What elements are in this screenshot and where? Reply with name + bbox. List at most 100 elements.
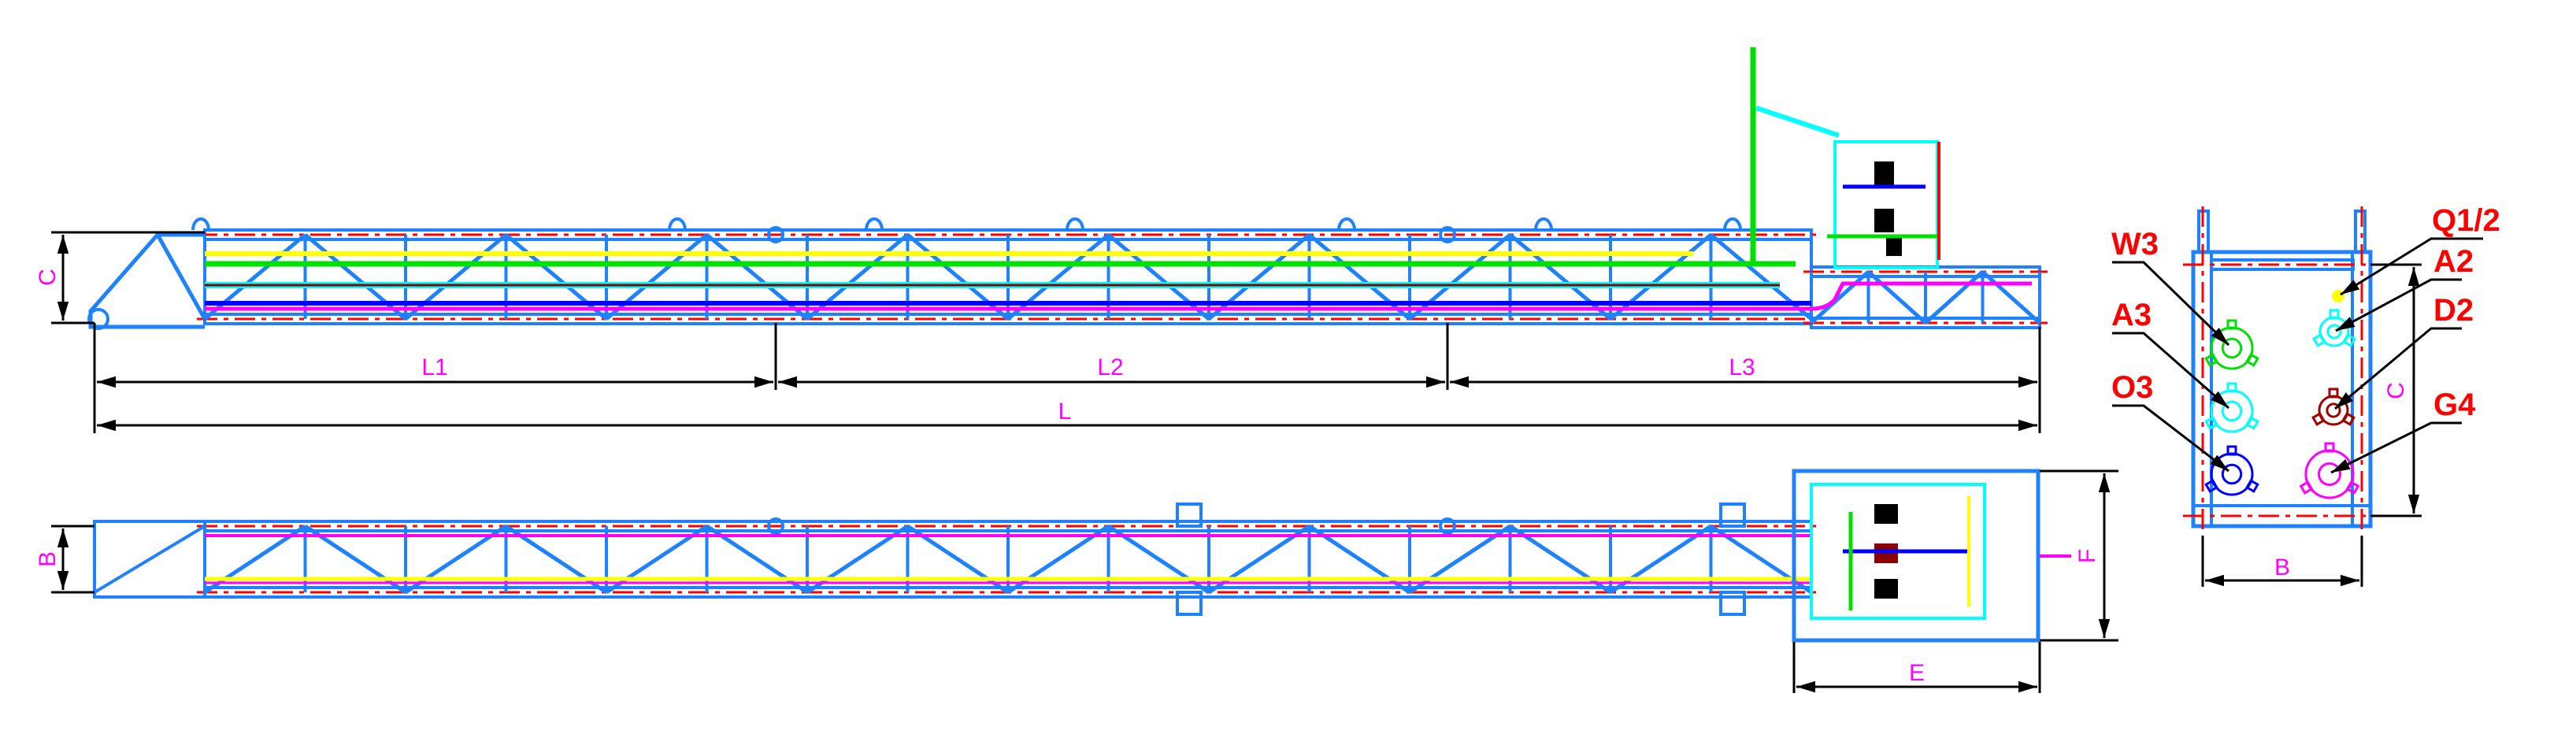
union-lug xyxy=(2299,480,2314,495)
dimension-e: E xyxy=(1792,642,2041,693)
svg-text:D2: D2 xyxy=(2433,293,2474,328)
union-lug xyxy=(2245,416,2259,430)
dim-label-l1: L1 xyxy=(421,354,447,380)
dim-label-f: F xyxy=(2074,549,2100,563)
union-lug xyxy=(2345,480,2360,495)
diagonal-member xyxy=(404,233,508,321)
skid-frame xyxy=(1792,469,2040,643)
diagonal-member xyxy=(806,233,910,321)
callout-a3: A3 xyxy=(2111,298,2229,410)
end-frame xyxy=(2191,250,2373,528)
dim-label-b-end: B xyxy=(2274,554,2290,580)
callout-a2: A2 xyxy=(2335,244,2474,332)
diagonal-member xyxy=(705,233,809,321)
svg-text:A3: A3 xyxy=(2111,298,2152,332)
lifting-lug-icon xyxy=(1534,217,1553,231)
support-arm xyxy=(1755,106,1840,138)
diagonal-member xyxy=(605,233,709,321)
plan-view xyxy=(93,469,2071,643)
lifting-lug-icon xyxy=(1066,217,1084,231)
svg-text:Q1/2: Q1/2 xyxy=(2432,203,2500,238)
outrigger-pad xyxy=(1176,591,1203,616)
union-bore xyxy=(2318,462,2341,486)
dimension-c-end: C xyxy=(2370,263,2422,517)
union-bore xyxy=(2326,402,2341,418)
diagonal-member xyxy=(1106,233,1210,321)
diagonal-member xyxy=(1810,270,1870,324)
diagonal-member xyxy=(1006,233,1110,321)
dim-label-e: E xyxy=(1909,660,1925,686)
connection-q12-dot xyxy=(2332,290,2344,302)
union-outer-ring xyxy=(2304,449,2355,499)
union-lug xyxy=(2329,309,2340,320)
hammer-union-a3-icon xyxy=(2204,382,2259,433)
union-bore xyxy=(2326,324,2342,339)
lifting-lug-icon xyxy=(865,217,884,231)
hammer-union-w3-icon xyxy=(2204,319,2259,370)
splice-joint-icon xyxy=(1439,517,1456,535)
end-view xyxy=(2183,206,2378,536)
union-lug xyxy=(2204,479,2218,493)
hammer-union-g4-icon xyxy=(2299,442,2360,499)
plan-nose-diagonal xyxy=(93,525,206,594)
union-lug xyxy=(2342,333,2356,347)
dimension-c-side: C xyxy=(35,231,205,324)
splice-joint-icon xyxy=(767,226,784,243)
union-lug xyxy=(2311,412,2326,426)
diagonal-member xyxy=(1981,270,2041,324)
callout-g4: G4 xyxy=(2330,388,2476,474)
union-lug xyxy=(2204,353,2218,367)
lifting-lug-icon xyxy=(1337,217,1356,231)
splice-joint-icon xyxy=(767,517,784,535)
diagonal-member xyxy=(1866,270,1927,324)
union-lug xyxy=(2245,479,2259,493)
end-view-callouts: W3 A3 O3 Q1/2 A2 D2 G4 xyxy=(2111,203,2500,474)
hammer-union-o3-icon xyxy=(2204,445,2259,496)
union-bore xyxy=(2221,463,2243,485)
union-lug xyxy=(2204,416,2218,430)
callout-o3: O3 xyxy=(2111,370,2229,473)
plan-truss-frame xyxy=(93,503,1819,616)
outrigger-pad xyxy=(1719,503,1746,528)
side-elevation-view xyxy=(87,47,2048,330)
diagonal-member xyxy=(1609,233,1713,321)
hammer-union-a2-icon xyxy=(2312,309,2356,347)
outrigger-pad xyxy=(1176,503,1203,528)
skid-valves xyxy=(1843,496,1970,610)
svg-text:G4: G4 xyxy=(2433,388,2476,422)
splice-joint-icon xyxy=(1439,226,1456,243)
union-lug xyxy=(2324,442,2335,453)
diagonal-member xyxy=(906,233,1010,321)
callout-w3: W3 xyxy=(2111,227,2230,347)
nose-diagonal xyxy=(155,233,207,321)
hinge-pin-icon xyxy=(87,308,109,330)
dimension-b-plan: B xyxy=(35,525,95,594)
union-bore xyxy=(2221,337,2243,359)
nose-frame xyxy=(88,232,205,329)
union-lug xyxy=(2226,382,2237,393)
dimension-b-end: B xyxy=(2201,536,2363,587)
union-lug xyxy=(2226,319,2237,330)
union-lug xyxy=(2341,412,2355,426)
dimension-f: F xyxy=(2040,469,2118,642)
callout-d2: D2 xyxy=(2334,293,2474,410)
dim-label-c: C xyxy=(35,269,61,286)
union-lug xyxy=(2245,353,2259,367)
diagonal-member xyxy=(1508,233,1612,321)
diagonal-member xyxy=(1307,233,1411,321)
diagonal-member xyxy=(1709,233,1813,321)
dim-label-l: L xyxy=(1058,399,1072,425)
magenta-outlet-pipe xyxy=(1811,281,2032,311)
callout-q12: Q1/2 xyxy=(2340,203,2500,296)
dim-label-l2: L2 xyxy=(1097,354,1123,380)
union-lug xyxy=(2226,445,2237,456)
dim-label-b-plan: B xyxy=(35,551,61,567)
plan-nose xyxy=(93,520,206,599)
lifting-lug-right xyxy=(2354,210,2367,254)
svg-text:O3: O3 xyxy=(2111,370,2153,405)
outrigger-pad xyxy=(1719,591,1746,616)
hammer-union-d2-icon xyxy=(2311,388,2355,426)
dim-label-l3: L3 xyxy=(1729,354,1755,380)
